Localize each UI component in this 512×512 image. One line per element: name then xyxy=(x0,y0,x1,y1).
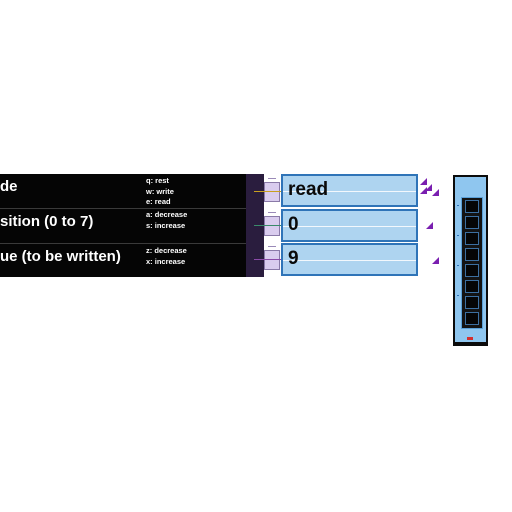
memory-tick xyxy=(457,295,459,296)
position-value: 0 xyxy=(288,214,299,235)
memory-tick xyxy=(457,205,459,206)
arrow-icon xyxy=(425,184,432,191)
mode-wire xyxy=(254,191,284,192)
mode-value-display: read xyxy=(281,174,418,207)
memory-cell xyxy=(465,280,479,293)
memory-cell xyxy=(465,232,479,245)
position-value-highlight xyxy=(283,226,416,227)
memory-cells xyxy=(461,197,483,329)
arrow-icon xyxy=(420,178,427,185)
mode-input-port xyxy=(264,182,280,202)
position-row: sition (0 to 7) a: decrease s: increase xyxy=(0,208,264,244)
memory-cell xyxy=(465,216,479,229)
key-hint-read: e: read xyxy=(146,197,171,206)
position-label: sition (0 to 7) xyxy=(0,213,94,230)
data-value: 9 xyxy=(288,248,299,269)
position-input-port xyxy=(264,216,280,236)
key-hint-increase-position: s: increase xyxy=(146,220,186,230)
value-label: ue (to be written) xyxy=(0,248,121,265)
position-key-hints: a: decrease s: increase xyxy=(146,210,187,231)
memory-position-marker xyxy=(467,337,473,340)
key-hint-decrease-value: z: decrease xyxy=(146,246,187,255)
memory-cell xyxy=(465,200,479,213)
data-value-display: 9 xyxy=(281,243,418,276)
memory-cell xyxy=(465,312,479,325)
key-hint-increase-value: x: increase xyxy=(146,256,186,266)
port-tick-position xyxy=(268,212,276,213)
value-row: ue (to be written) z: decrease x: increa… xyxy=(0,243,264,278)
arrow-icon xyxy=(420,187,427,194)
key-hint-rest: q: rest xyxy=(146,176,169,185)
port-tick-value xyxy=(268,246,276,247)
memory-tick xyxy=(457,265,459,266)
position-wire xyxy=(254,225,284,226)
control-panel: de q: rest w: write e: read sition (0 to… xyxy=(0,174,264,277)
mode-value: read xyxy=(288,179,329,200)
memory-cell xyxy=(465,296,479,309)
value-input-port xyxy=(264,250,280,270)
port-tick-mode xyxy=(268,178,276,179)
position-value-display: 0 xyxy=(281,209,418,242)
memory-tick xyxy=(457,235,459,236)
memory-cell xyxy=(465,248,479,261)
arrow-icon xyxy=(426,222,433,229)
key-hint-write: w: write xyxy=(146,186,174,196)
arrow-icon xyxy=(432,257,439,264)
data-value-highlight xyxy=(283,260,416,261)
memory-unit xyxy=(453,175,488,346)
mode-row: de q: rest w: write e: read xyxy=(0,174,264,208)
memory-cell xyxy=(465,264,479,277)
key-hint-decrease-position: a: decrease xyxy=(146,210,188,219)
mode-label: de xyxy=(0,178,18,195)
arrow-icon xyxy=(432,189,439,196)
value-key-hints: z: decrease x: increase xyxy=(146,246,187,267)
mode-value-highlight xyxy=(283,191,416,192)
value-wire xyxy=(254,259,284,260)
mode-key-hints: q: rest w: write e: read xyxy=(146,176,174,208)
